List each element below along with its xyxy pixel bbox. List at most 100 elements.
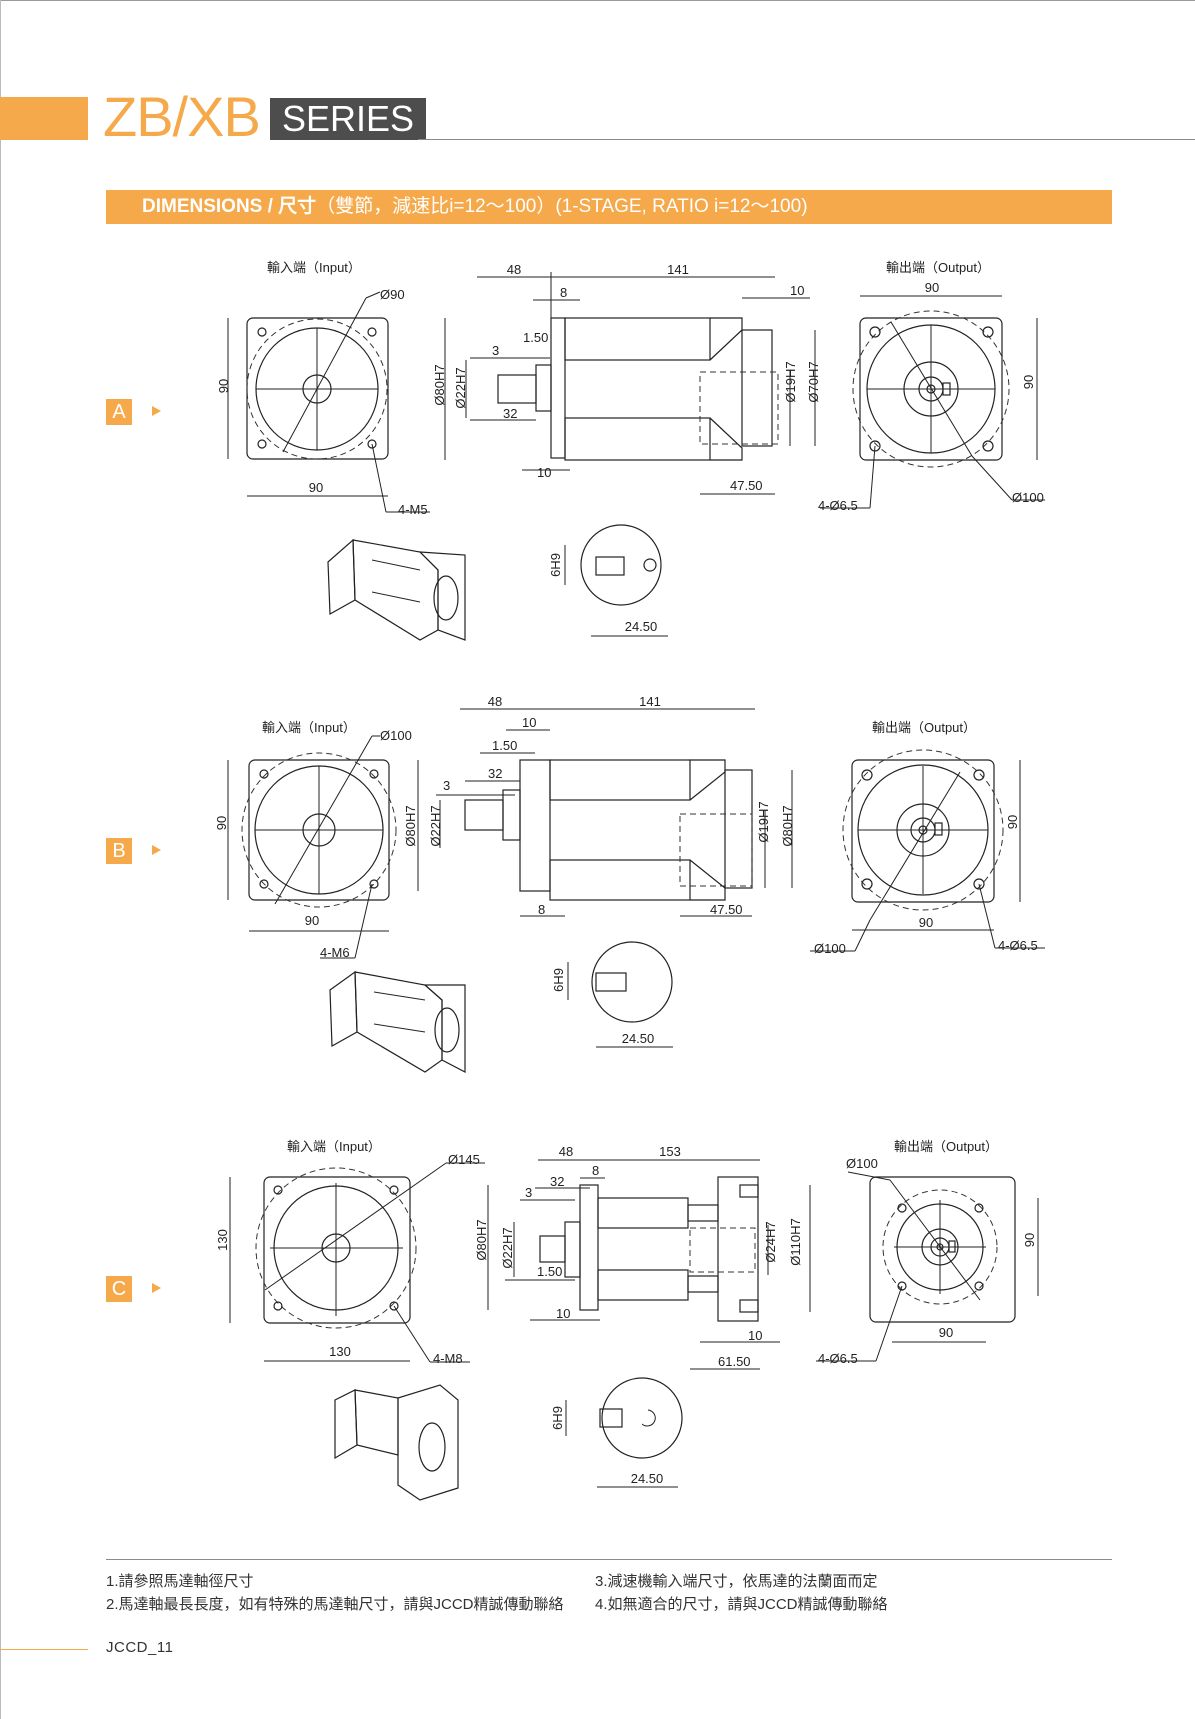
section-a-body-top xyxy=(564,317,711,361)
section-a-pilot: Ø80H7 xyxy=(432,364,447,405)
section-b-output-flange xyxy=(724,769,753,889)
section-c-pilot: Ø80H7 xyxy=(474,1219,489,1260)
section-badge-b: B xyxy=(106,838,132,864)
section-a-output-flange xyxy=(741,329,773,447)
header-accent-bar xyxy=(0,97,88,140)
frame-top xyxy=(0,0,1195,1)
section-b-in-w: 90 xyxy=(305,913,319,928)
section-a-in-h: 90 xyxy=(216,379,231,393)
section-c-in-dia: Ø145 xyxy=(448,1152,480,1167)
section-a-len-main: 141 xyxy=(667,262,689,277)
section-a-in-bolt: 4-M5 xyxy=(398,502,428,517)
section-b-body-bottom xyxy=(549,859,691,901)
section-a-d32: 32 xyxy=(503,406,517,421)
section-b-key-end xyxy=(591,941,673,1023)
section-c-d150: 1.50 xyxy=(537,1264,562,1279)
section-b-shaft-dia: Ø22H7 xyxy=(428,805,443,846)
section-a-input-label: 輸入端（Input） xyxy=(267,260,361,275)
section-b-key: 6H9 xyxy=(551,968,566,992)
section-c-out-h: 90 xyxy=(1022,1233,1037,1247)
section-a-key: 6H9 xyxy=(548,553,563,577)
section-c-d6150: 61.50 xyxy=(718,1354,751,1369)
banner-subtitle: （雙節，減速比i=12～100）(1-STAGE, RATIO i=12～100… xyxy=(316,196,808,217)
section-a-out-holes: 4-Ø6.5 xyxy=(818,498,858,513)
section-a-d4750: 47.50 xyxy=(730,478,763,493)
section-b-pilot: Ø80H7 xyxy=(403,805,418,846)
section-b-len-main: 141 xyxy=(639,694,661,709)
section-c-input-flange xyxy=(263,1176,411,1324)
section-c-output-label: 輸出端（Output） xyxy=(894,1139,998,1154)
footer-accent-line xyxy=(0,1649,88,1650)
section-c-in-bolt: 4-M8 xyxy=(433,1351,463,1366)
section-a-input-pcd-circle xyxy=(246,318,388,460)
frame-left xyxy=(0,0,1,1719)
section-c-body-bottom xyxy=(597,1269,689,1301)
note-4: 4.如無適合的尺寸，請與JCCD精誠傳動聯絡 xyxy=(595,1596,888,1613)
section-b-out-pcd: Ø100 xyxy=(814,941,846,956)
banner-title: DIMENSIONS / 尺寸 xyxy=(142,196,317,217)
section-c-d10r: 10 xyxy=(748,1328,762,1343)
section-c-output-flange-face xyxy=(869,1176,1016,1323)
section-b-input-label: 輸入端（Input） xyxy=(262,720,356,735)
section-a-d8: 8 xyxy=(560,285,567,300)
section-c-shaft-dia: Ø22H7 xyxy=(500,1227,515,1268)
section-a-keyh: 24.50 xyxy=(625,619,658,634)
section-c-len-main: 153 xyxy=(659,1144,681,1159)
section-a-d3: 3 xyxy=(492,343,499,358)
section-b-input-flange xyxy=(248,759,390,901)
section-arrow-b xyxy=(152,845,161,855)
section-b-d150: 1.50 xyxy=(492,738,517,753)
section-c-body-top xyxy=(597,1197,689,1229)
section-a-out-pilot: Ø70H7 xyxy=(806,361,821,402)
section-b-body-top xyxy=(549,759,691,801)
section-arrow-c xyxy=(152,1283,161,1293)
section-c-len-in: 48 xyxy=(559,1144,573,1159)
section-b-in-bolt: 4-M6 xyxy=(320,945,350,960)
section-a-key-end xyxy=(580,524,662,606)
section-b-3d-view xyxy=(329,970,466,1073)
section-c-key: 6H9 xyxy=(550,1406,565,1430)
section-c-output-flange xyxy=(717,1176,759,1322)
section-a-out-h: 90 xyxy=(1021,375,1036,389)
section-a-body-bottom xyxy=(564,417,711,461)
section-c-shaft xyxy=(539,1235,566,1263)
section-a-d150: 1.50 xyxy=(523,330,548,345)
dimensions-banner: DIMENSIONS / 尺寸（雙節，減速比i=12～100）(1-STAGE,… xyxy=(106,190,1112,224)
note-1: 1.請參照馬達軸徑尺寸 xyxy=(106,1573,254,1590)
section-b-keyh: 24.50 xyxy=(622,1031,655,1046)
section-c-d32: 32 xyxy=(550,1174,564,1189)
section-c-d3: 3 xyxy=(525,1185,532,1200)
section-a-out-pcd: Ø100 xyxy=(1012,490,1044,505)
section-b-out-holes: 4-Ø6.5 xyxy=(998,938,1038,953)
section-a-d10b: 10 xyxy=(537,465,551,480)
section-a-out-bore: Ø19H7 xyxy=(783,361,798,402)
section-c-input-label: 輸入端（Input） xyxy=(287,1139,381,1154)
section-b-output-label: 輸出端（Output） xyxy=(872,720,976,735)
section-a-shaft-dia: Ø22H7 xyxy=(453,367,468,408)
note-2: 2.馬達軸最長長度，如有特殊的馬達軸尺寸，請與JCCD精誠傳動聯絡 xyxy=(106,1596,564,1613)
section-b-out-pilot: Ø80H7 xyxy=(780,805,795,846)
section-c-keyh: 24.50 xyxy=(631,1471,664,1486)
section-c-out-bore: Ø24H7 xyxy=(763,1221,778,1262)
section-b-in-h: 90 xyxy=(214,816,229,830)
section-b-out-bore: Ø19H7 xyxy=(756,801,771,842)
section-a-output-label: 輸出端（Output） xyxy=(886,260,990,275)
section-b-in-dia: Ø100 xyxy=(380,728,412,743)
section-b-len-in: 48 xyxy=(488,694,502,709)
section-a-in-dia: Ø90 xyxy=(380,287,405,302)
section-a-output-flange-face xyxy=(859,317,1003,461)
section-a-out-w: 90 xyxy=(925,280,939,295)
section-c-3d-view xyxy=(334,1384,459,1501)
section-a-3d-view xyxy=(327,538,466,641)
note-3: 3.減速機輸入端尺寸，依馬達的法蘭面而定 xyxy=(595,1573,878,1590)
section-b-out-w: 90 xyxy=(919,915,933,930)
section-c-d10b: 10 xyxy=(556,1306,570,1321)
section-b-out-h: 90 xyxy=(1005,815,1020,829)
brand-title: ZB/XB xyxy=(103,85,261,148)
notes-rule xyxy=(106,1559,1112,1560)
section-a-in-w: 90 xyxy=(309,480,323,495)
section-c-out-holes: 4-Ø6.5 xyxy=(818,1351,858,1366)
section-arrow-a xyxy=(152,406,161,416)
section-badge-c: C xyxy=(106,1276,132,1302)
